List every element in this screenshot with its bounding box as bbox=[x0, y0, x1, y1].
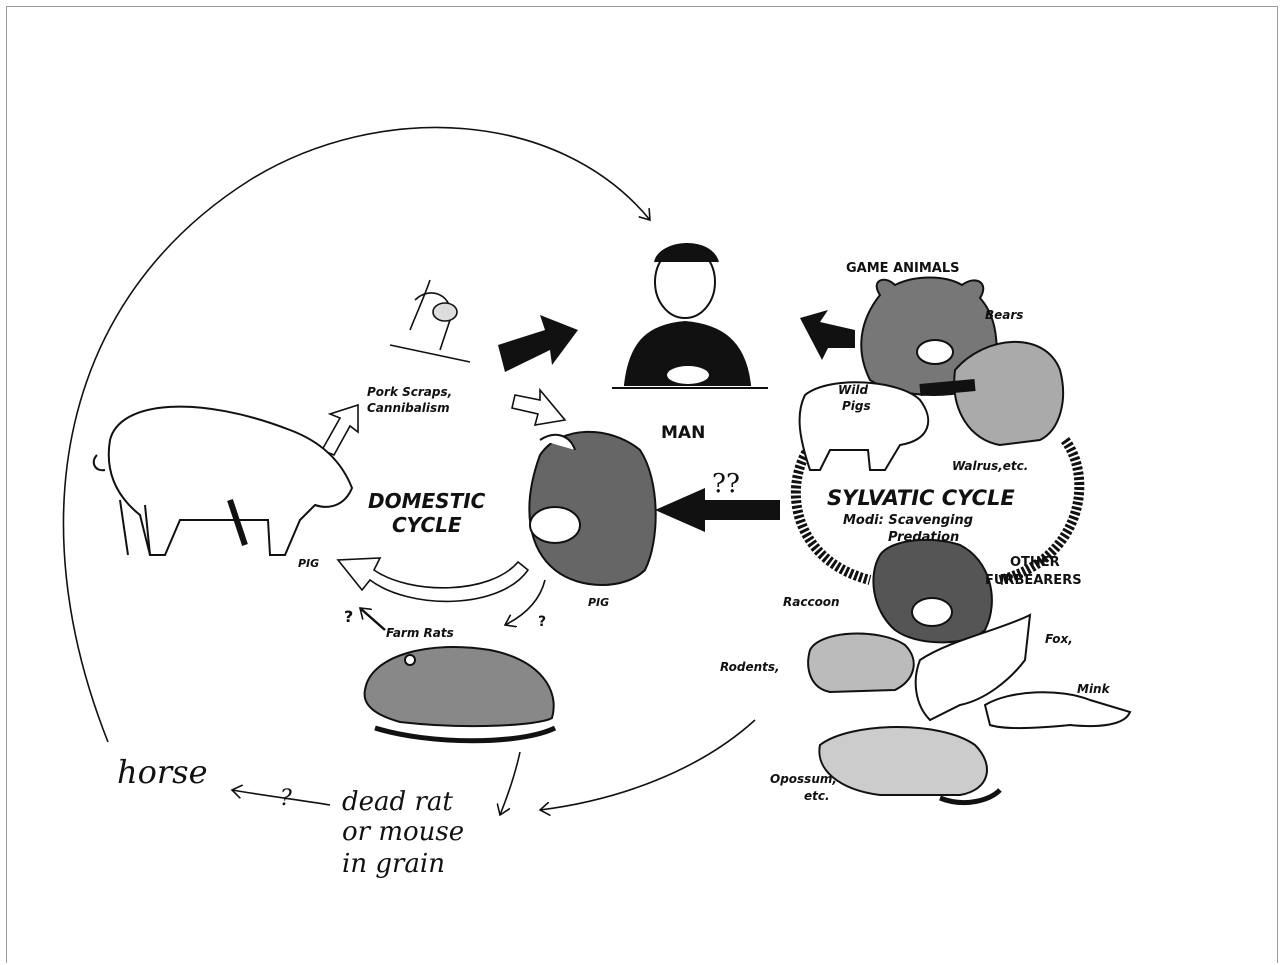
man-label: MAN bbox=[661, 423, 705, 443]
mink-illustration bbox=[983, 691, 1132, 730]
sylvatic-to-dead-rat-arrow bbox=[540, 719, 756, 810]
pig-right-illustration bbox=[528, 430, 657, 586]
wild-pigs-label-2: Pigs bbox=[842, 399, 871, 413]
modi-label-2: Predation bbox=[888, 530, 959, 545]
man-illustration bbox=[612, 243, 768, 389]
bears-label: Bears bbox=[985, 308, 1023, 322]
rodents-label: Rodents, bbox=[720, 660, 780, 674]
modi-label-1: Modi: Scavenging bbox=[843, 513, 973, 528]
question-left-label: ? bbox=[344, 607, 353, 626]
sylvatic-cycle-label: SYLVATIC CYCLE bbox=[827, 486, 1015, 510]
dead-rat-label-3: in grain bbox=[342, 849, 445, 879]
farm-rats-label: Farm Rats bbox=[386, 626, 454, 640]
pork-scraps-to-pig-arrow bbox=[511, 387, 567, 426]
other-furbearers-label-1: OTHER bbox=[1010, 555, 1060, 570]
pig-left-illustration bbox=[92, 405, 354, 556]
dead-rat-label-1: dead rat bbox=[342, 787, 453, 817]
farm-rat-illustration bbox=[363, 646, 557, 744]
fox-label: Fox, bbox=[1045, 632, 1073, 646]
opossum-illustration bbox=[818, 726, 1002, 806]
opossum-label-2: etc. bbox=[804, 789, 830, 803]
horse-label: horse bbox=[117, 753, 208, 791]
dead-rat-label-2: or mouse bbox=[342, 817, 464, 847]
question-right-label: ? bbox=[538, 614, 546, 630]
domestic-cycle-label-2: CYCLE bbox=[392, 513, 462, 537]
pork-scraps-label-1: Pork Scraps, bbox=[367, 385, 452, 399]
image-frame bbox=[6, 6, 1278, 963]
rodent-illustration bbox=[807, 632, 915, 694]
fox-illustration bbox=[914, 613, 1032, 722]
walrus-illustration bbox=[919, 340, 1064, 447]
mink-label: Mink bbox=[1077, 682, 1111, 696]
walrus-label: Walrus,etc. bbox=[952, 459, 1028, 473]
opossum-label-1: Opossum, bbox=[770, 772, 837, 786]
other-furbearers-label-2: FURBEARERS bbox=[985, 573, 1082, 588]
pig-left-label: PIG bbox=[298, 557, 319, 570]
game-animals-label: GAME ANIMALS bbox=[846, 261, 960, 276]
sylvatic-to-domestic-arrow bbox=[655, 488, 780, 532]
pork-scraps-label-2: Cannibalism bbox=[367, 401, 450, 415]
domestic-cycle-curved-arrow bbox=[336, 557, 530, 603]
horse-to-man-arrow bbox=[62, 126, 650, 743]
pork-scraps-illustration bbox=[389, 279, 471, 363]
sylvatic-cycle-loop bbox=[790, 436, 1085, 585]
domestic-cycle-label-1: DOMESTIC bbox=[368, 489, 486, 513]
pig-to-pork-scraps-arrow bbox=[320, 403, 359, 457]
farm-rats-to-dead-rat-arrow bbox=[500, 751, 521, 815]
farm-rats-to-pig-arrow bbox=[360, 608, 386, 631]
raccoon-illustration bbox=[872, 538, 993, 644]
rat-to-horse-arrow bbox=[232, 790, 331, 806]
pig-right-label: PIG bbox=[588, 596, 609, 609]
question-horse-label: ? bbox=[280, 786, 292, 811]
game-animals-to-man-arrow bbox=[800, 310, 855, 360]
wild-pigs-label-1: Wild bbox=[838, 383, 868, 397]
pork-scraps-to-man-arrow bbox=[498, 315, 578, 372]
double-question-label: ?? bbox=[712, 469, 740, 499]
wild-pig-illustration bbox=[798, 381, 930, 471]
pig-to-farm-rats-arrow bbox=[505, 579, 546, 625]
raccoon-label: Raccoon bbox=[783, 595, 840, 609]
